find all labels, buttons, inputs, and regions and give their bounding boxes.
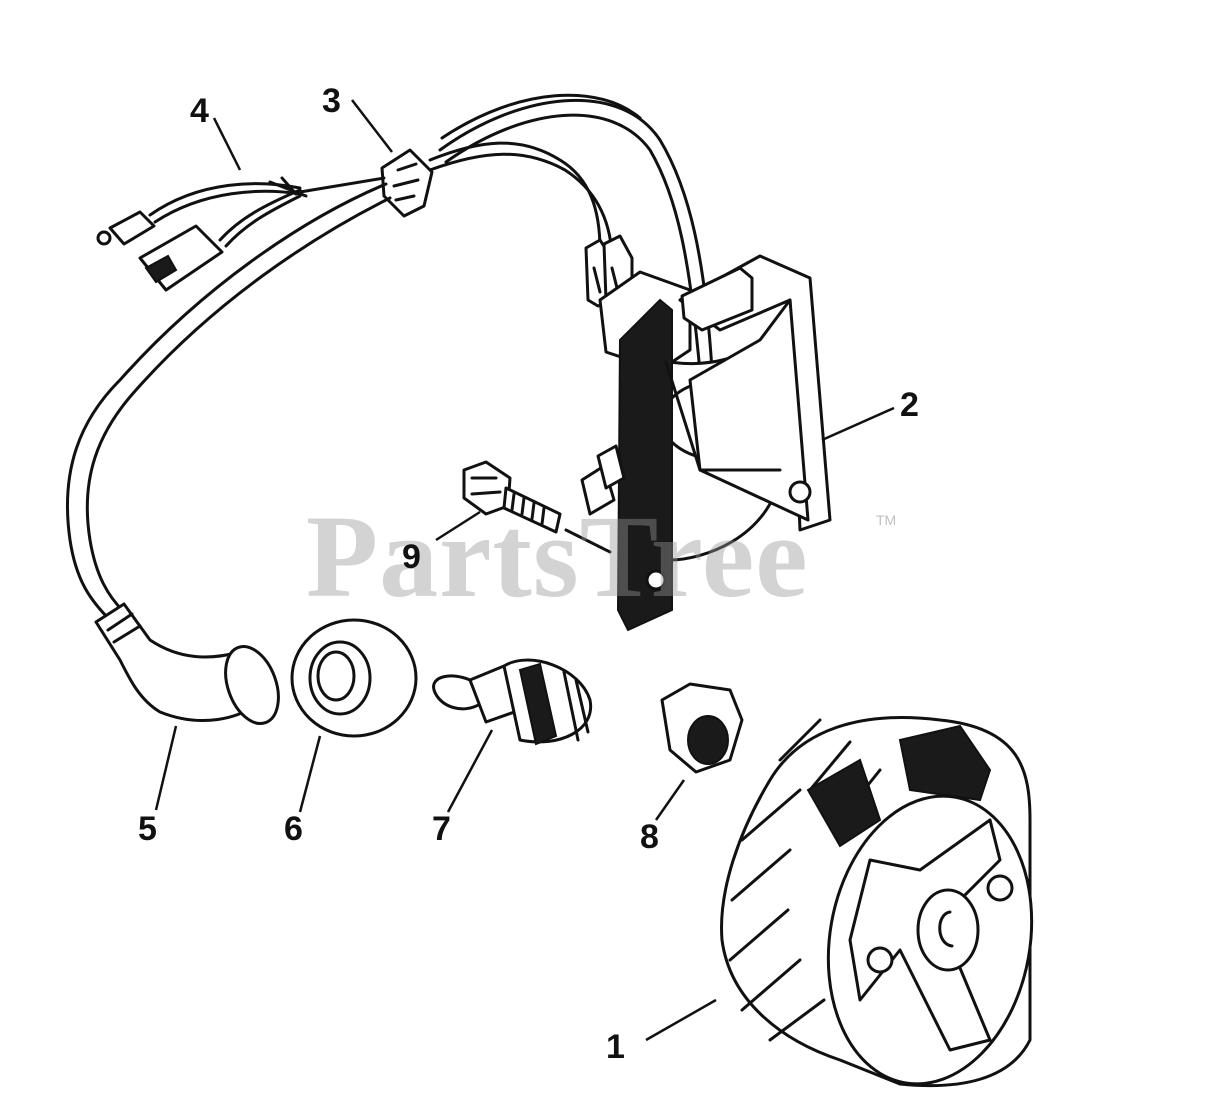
trademark-symbol: TM [876, 512, 897, 528]
part-3-grommet [298, 148, 434, 218]
part-2-ignition-coil [580, 254, 832, 632]
callout-2: 2 [900, 386, 919, 424]
part-4-wire-harness [96, 176, 308, 292]
callout-7: 7 [432, 810, 451, 848]
part-1-flywheel [720, 716, 1034, 1088]
callout-leader-lines [154, 99, 895, 1042]
part-8-nut [660, 682, 744, 774]
part-5-spark-plug-boot [94, 602, 280, 725]
part-6-seal-washer [290, 618, 418, 738]
callout-4: 4 [190, 92, 209, 130]
callout-3: 3 [322, 82, 341, 120]
callout-8: 8 [640, 818, 659, 856]
callout-6: 6 [284, 810, 303, 848]
callout-9: 9 [402, 538, 421, 576]
parts-tree-watermark: PartsTree [306, 491, 809, 622]
part-7-spark-plug [432, 658, 593, 746]
high-tension-lead [66, 182, 392, 622]
callout-1: 1 [606, 1028, 625, 1066]
callout-5: 5 [138, 810, 157, 848]
part-9-bolt [462, 460, 612, 554]
